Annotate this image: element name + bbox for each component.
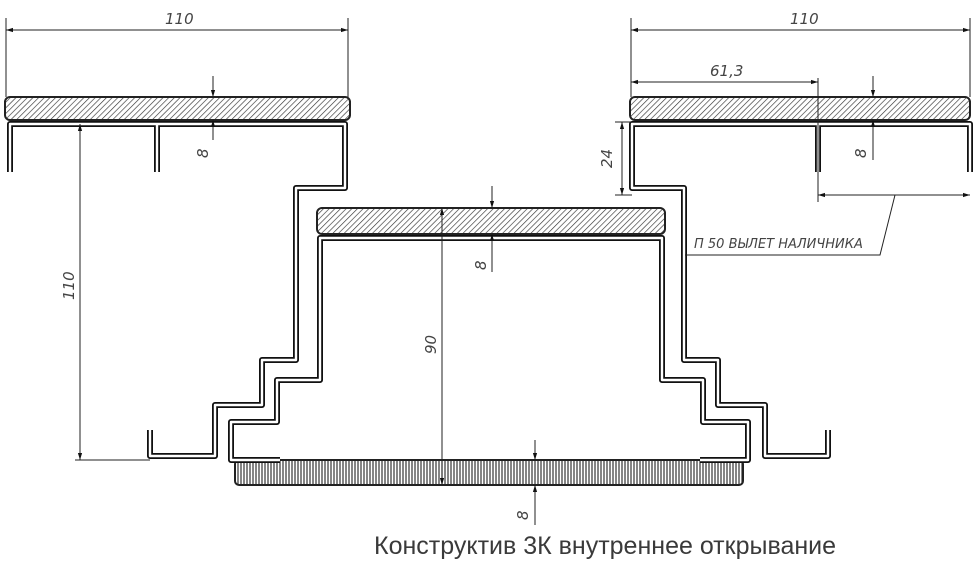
dim-top-right-width: 110 xyxy=(790,10,819,28)
dim-thickness-top-left: 8 xyxy=(194,148,212,158)
outer-profile-right xyxy=(629,121,973,459)
dimension-lines xyxy=(5,18,971,525)
bottom-panel xyxy=(234,459,744,486)
dim-left-height: 110 xyxy=(60,271,78,300)
top-right-panel xyxy=(629,96,971,121)
inner-profile xyxy=(228,235,751,463)
dim-thickness-top-right: 8 xyxy=(852,148,870,158)
dim-step-height: 24 xyxy=(598,149,616,168)
dim-thickness-bottom: 8 xyxy=(514,510,532,520)
middle-panel xyxy=(316,207,666,235)
annotation-label: П 50 ВЫЛЕТ НАЛИЧНИКА xyxy=(694,237,863,252)
dim-top-left-width: 110 xyxy=(165,10,194,28)
dim-inner-height: 90 xyxy=(422,335,440,354)
dim-thickness-middle: 8 xyxy=(472,260,490,270)
caption: Конструктив 3К внутреннее открывание xyxy=(374,532,837,560)
dim-offset: 61,3 xyxy=(710,62,743,80)
top-left-panel xyxy=(4,96,351,121)
